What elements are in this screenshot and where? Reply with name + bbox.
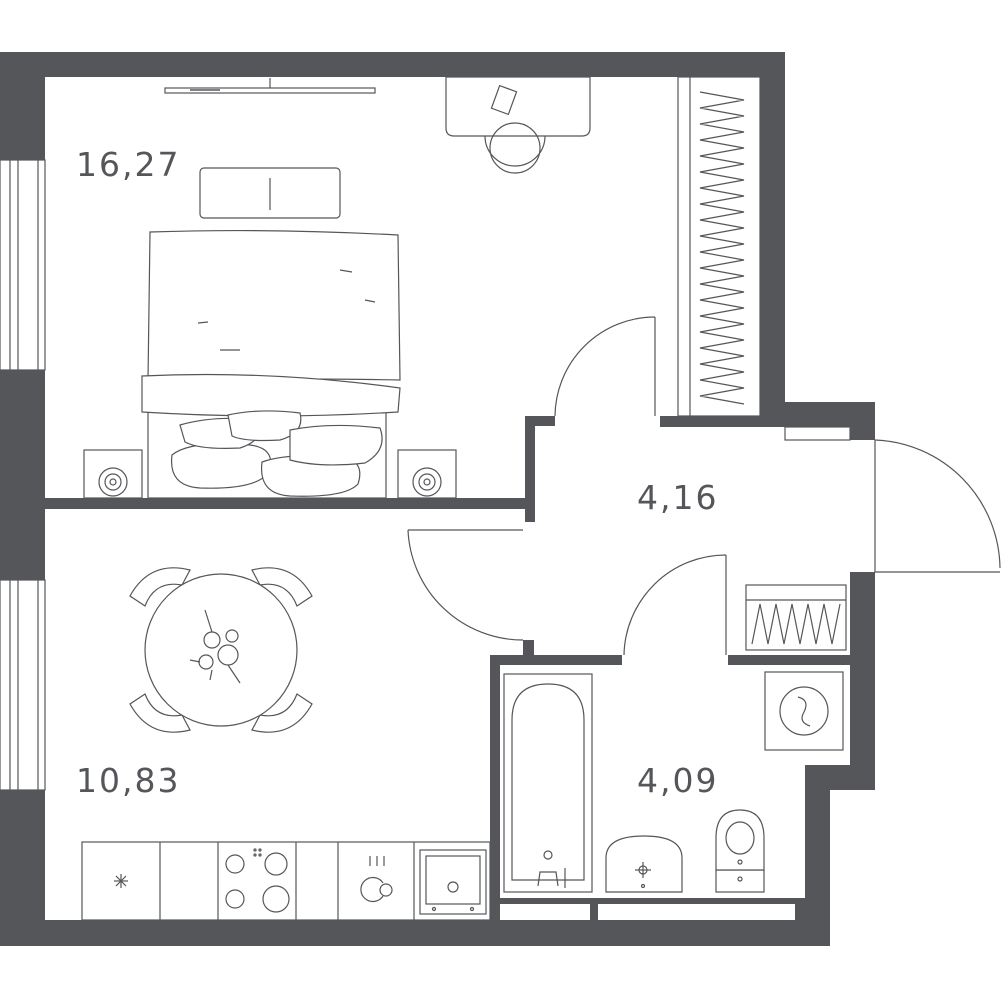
walls: [0, 52, 875, 946]
shoe-cabinet: [745, 584, 847, 651]
bathtub-icon: [503, 673, 593, 893]
dishwasher-icon: [360, 856, 393, 903]
washing-machine-icon: [764, 671, 844, 751]
nightstand-icon: [397, 449, 457, 499]
fridge-icon: [114, 874, 128, 888]
kitchen-counter: [81, 841, 491, 921]
bedroom-area-label: 16,27: [76, 145, 180, 184]
toilet-icon: [715, 809, 765, 893]
nightstand-icon: [83, 449, 143, 499]
oven-icon: [419, 849, 487, 915]
chair-icon: [484, 122, 546, 174]
dining-table-icon: [129, 567, 313, 733]
door-icon: [407, 529, 524, 641]
window-icon: [0, 159, 46, 371]
desk-icon: [445, 76, 591, 137]
cooktop-icon: [225, 848, 290, 913]
chair-icon: [251, 693, 313, 733]
flower-icon: [189, 609, 241, 684]
door-icon: [874, 439, 1001, 573]
window-icon: [0, 579, 46, 791]
wardrobe-icon: [677, 76, 761, 417]
washbasin-icon: [605, 835, 683, 893]
bed-icon: [141, 167, 401, 499]
chair-icon: [129, 693, 191, 733]
chair-icon: [129, 567, 191, 607]
hallway-area-label: 4,16: [637, 478, 718, 517]
kitchen-area-label: 10,83: [76, 761, 180, 800]
tv-icon: [164, 78, 376, 94]
door-icon: [623, 554, 727, 656]
room-labels: 16,27 4,16 10,83 4,09: [76, 145, 718, 800]
window-icon: [784, 426, 851, 441]
door-icon: [554, 316, 656, 417]
chair-icon: [251, 567, 313, 607]
bathroom-area-label: 4,09: [637, 761, 718, 800]
